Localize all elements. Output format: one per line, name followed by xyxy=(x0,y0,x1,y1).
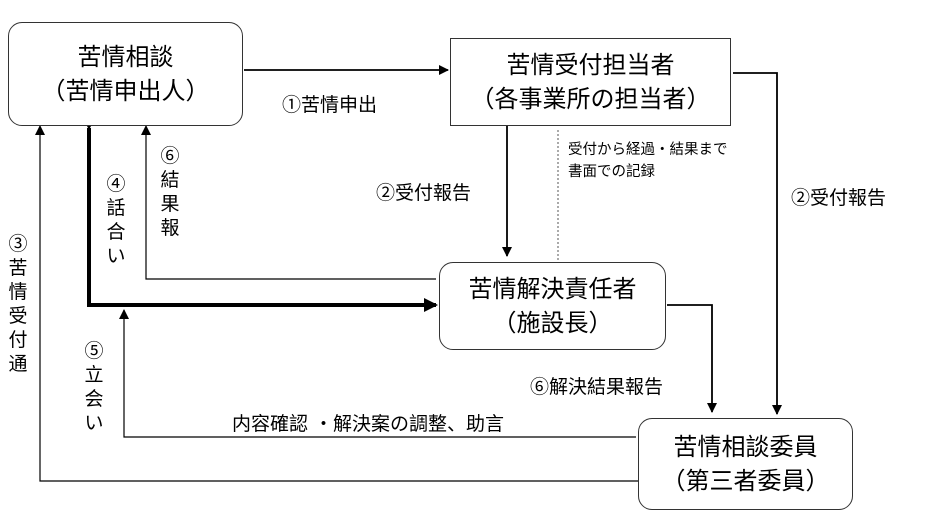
receptionist-box: 苦情受付担当者 （各事業所の担当者） xyxy=(450,38,731,126)
committee-subtitle: （第三者委員） xyxy=(661,467,830,495)
label-step4-text: 話合い xyxy=(106,197,126,267)
resolver-title: 苦情解決責任者 xyxy=(468,275,637,303)
label-step6-left-num: ⑥ xyxy=(160,145,180,167)
label-step5-num: ⑤ xyxy=(84,340,104,362)
label-step6-left-text: 結果報 xyxy=(160,169,180,239)
label-step3: ③苦情受付通 xyxy=(8,233,28,375)
committee-box: 苦情相談委員 （第三者委員） xyxy=(638,418,853,510)
arrow-step4 xyxy=(82,116,438,312)
label-step4: ④ 話合い xyxy=(104,172,128,268)
resolver-box: 苦情解決責任者 （施設長） xyxy=(439,262,666,350)
complainant-subtitle: （苦情申出人） xyxy=(41,77,210,105)
arrow-step5 xyxy=(119,309,636,438)
label-step1: ①苦情申出 xyxy=(282,94,378,116)
complainant-box: 苦情相談 （苦情申出人） xyxy=(8,22,243,126)
resolver-subtitle: （施設長） xyxy=(492,309,613,337)
arrow-step2-right xyxy=(733,72,782,415)
label-step2-center: ②受付報告 xyxy=(376,182,472,204)
arrow-step6-left xyxy=(141,125,436,280)
complainant-title: 苦情相談 xyxy=(77,43,174,71)
label-step5: ⑤ 立会い xyxy=(82,339,106,435)
arrow-step6-right xyxy=(667,304,717,413)
record-note-line1: 受付から経過・結果まで xyxy=(568,142,728,158)
label-step5-text: 立会い xyxy=(84,364,104,434)
label-coordination: 内容確認 ・解決案の調整、助言 xyxy=(232,413,505,435)
receptionist-title: 苦情受付担当者 xyxy=(506,51,675,79)
arrow-step3 xyxy=(35,125,638,482)
label-step4-num: ④ xyxy=(106,173,126,195)
record-note: 受付から経過・結果まで 書面での記録 xyxy=(568,139,728,183)
record-note-line2: 書面での記録 xyxy=(568,164,655,180)
label-step6-left: ⑥ 結果報 xyxy=(158,144,182,240)
label-step2-right: ②受付報告 xyxy=(791,187,887,209)
committee-title: 苦情相談委員 xyxy=(673,433,818,461)
receptionist-subtitle: （各事業所の担当者） xyxy=(470,85,711,113)
label-step6-right: ⑥解決結果報告 xyxy=(530,376,664,398)
